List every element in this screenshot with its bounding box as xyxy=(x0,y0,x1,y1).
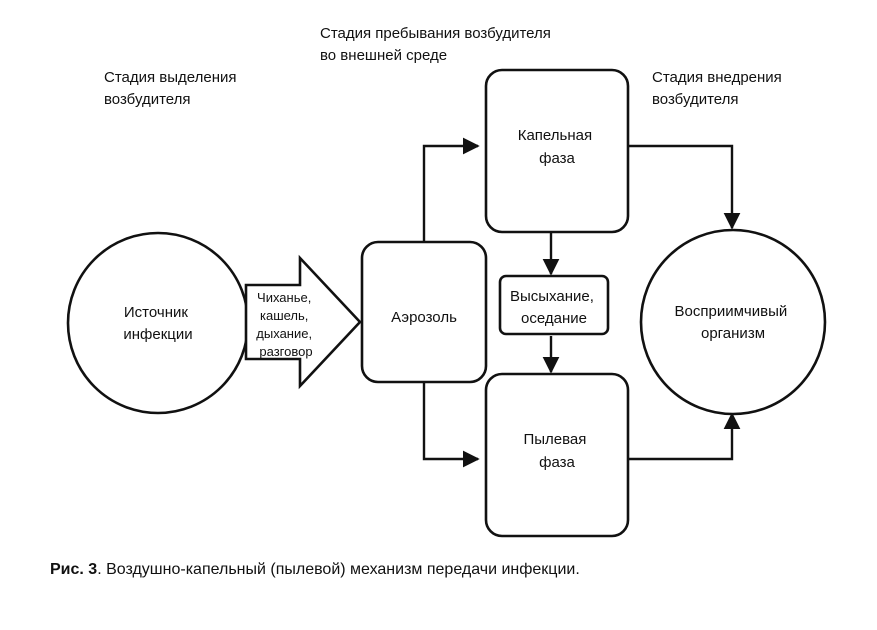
host-node xyxy=(639,228,827,416)
figure-caption: Рис. 3. Воздушно-капельный (пылевой) мех… xyxy=(50,561,580,578)
dust-phase-node-label: Пылевая фаза xyxy=(523,431,590,471)
aerosol-to-droplet-connector xyxy=(422,137,480,242)
droplet-phase-node-label: Капельная фаза xyxy=(518,127,597,167)
transmission-arrow-label: Чиханье, кашель, дыхание, разговор xyxy=(256,290,315,359)
drying-node xyxy=(498,274,610,336)
host-node-label: Восприимчивый организм xyxy=(675,303,792,342)
source-node xyxy=(66,231,250,415)
dust-to-host-connector xyxy=(628,412,741,461)
aerosol-node-label: Аэрозоль xyxy=(391,309,457,326)
aerosol-to-dust-connector xyxy=(422,382,480,468)
droplet-phase-node xyxy=(484,68,630,234)
stage-environment-label: Стадия пребывания возбудителя во внешней… xyxy=(320,25,555,64)
dust-phase-node xyxy=(484,372,630,538)
stage-release-label: Стадия выделения возбудителя xyxy=(104,69,241,108)
aerosol-node xyxy=(360,240,488,384)
droplet-to-host-connector xyxy=(628,144,741,230)
transmission-arrow xyxy=(244,254,362,390)
drying-node-label: Высыхание, оседание xyxy=(510,288,598,327)
source-node-label: Источник инфекции xyxy=(123,304,192,343)
stage-entry-label: Стадия внедрения возбудителя xyxy=(652,69,786,108)
